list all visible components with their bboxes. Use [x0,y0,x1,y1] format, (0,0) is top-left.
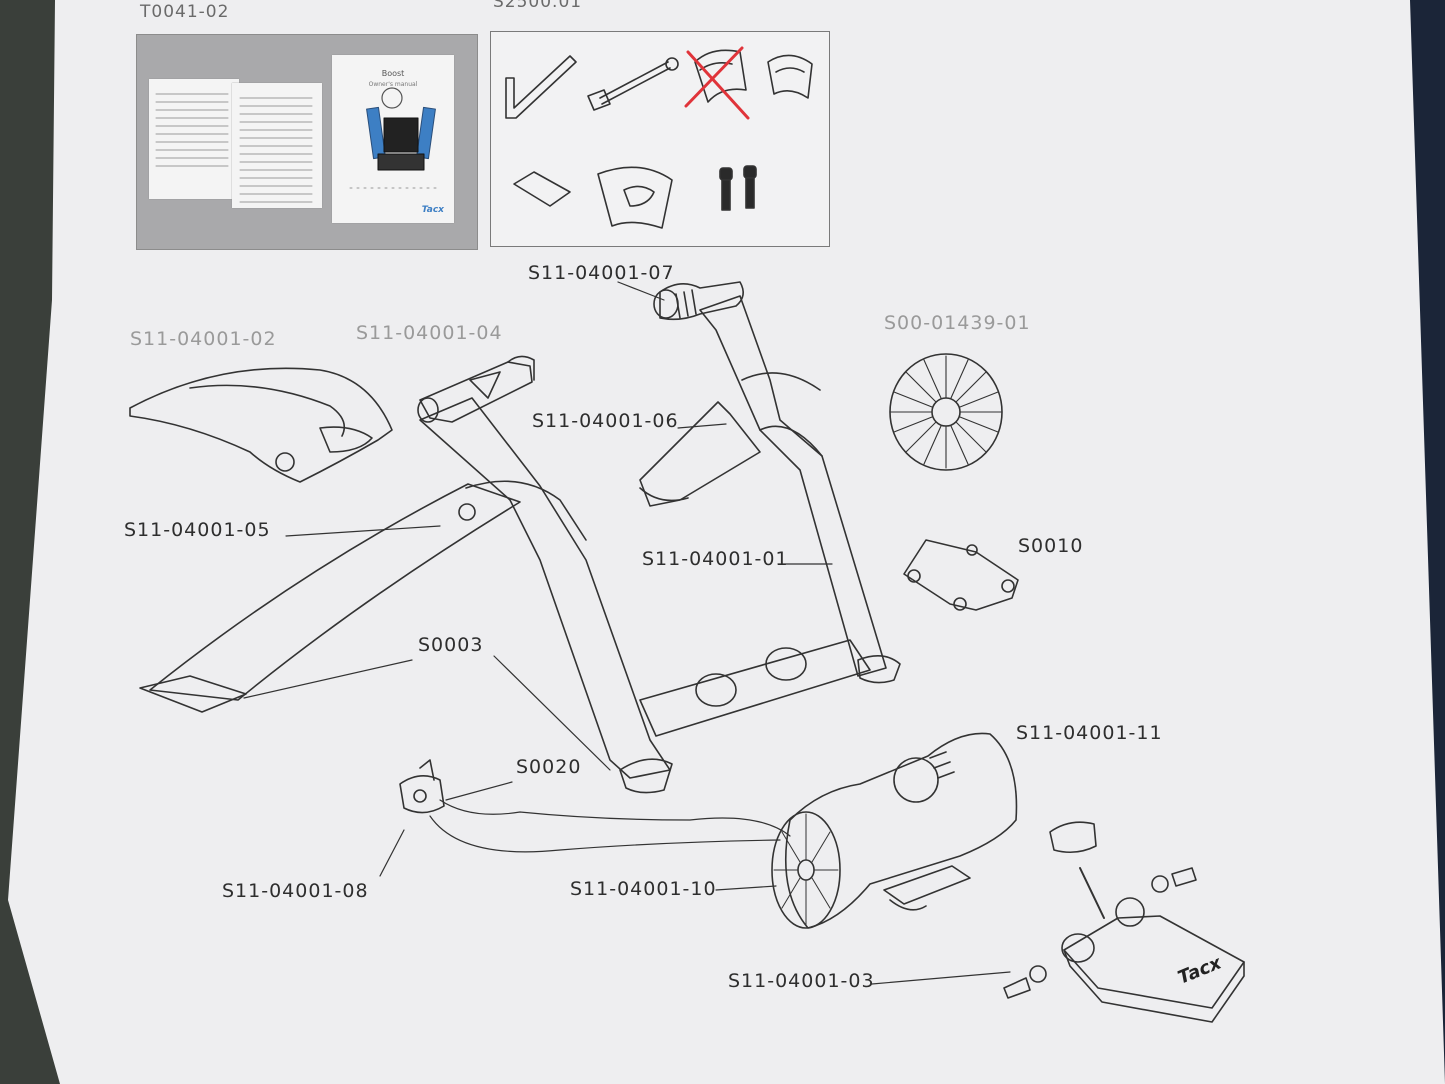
manual-title: Boost [381,69,405,78]
leader-lines [243,281,1011,985]
part-label: S11-04001-08 [222,880,369,902]
part-label: S11-04001-06 [532,410,679,432]
manual-cover-trainer-illustration [349,87,441,189]
part-label: S11-04001-01 [642,548,789,570]
part-label: S0020 [516,756,582,778]
resistance-unit-part [771,732,1018,929]
part-label: S0003 [418,634,484,656]
hex-key-icon [505,55,577,119]
lever-arm-part [639,401,761,507]
part-label: S11-04001-04 [356,322,503,344]
manual-subtitle: Owner's manual [368,81,418,88]
fan-disc-part [889,353,1003,471]
part-label: S11-04001-03 [728,970,875,992]
part-label: S11-04001-10 [570,878,717,900]
bolts-icon [719,165,757,211]
mounting-bracket-part [903,539,1019,611]
doc-page-1 [149,79,239,199]
trainer-frame [139,295,901,794]
base-brand-text: Tacx [1175,952,1225,989]
spacer-strip-icon [513,171,571,207]
quick-release-knob-part [653,281,744,321]
saddle-clamp-part [417,355,535,423]
part-label: S00-01439-01 [884,312,1031,334]
part-label: S11-04001-02 [130,328,277,350]
adjustable-foot-part [1003,821,1245,1023]
part-label: S11-04001-07 [528,262,675,284]
doc-text-lines [155,93,313,203]
manual-brand: Tacx [421,205,444,215]
skewer-icon [587,57,679,111]
crossed-adapter-icon [694,49,747,103]
front-cover-part [129,367,393,483]
part-label: S11-04001-05 [124,519,271,541]
cross-out-mark [684,46,750,120]
axle-adapter-icon [767,54,813,99]
docs-part-label: T0041-02 [140,2,230,22]
remote-lever-part [399,759,791,853]
part-label: S0010 [1018,535,1084,557]
part-label: S11-04001-11 [1016,722,1163,744]
tools-part-label: S2500.01 [493,0,583,12]
mounting-plate-icon [597,166,673,229]
